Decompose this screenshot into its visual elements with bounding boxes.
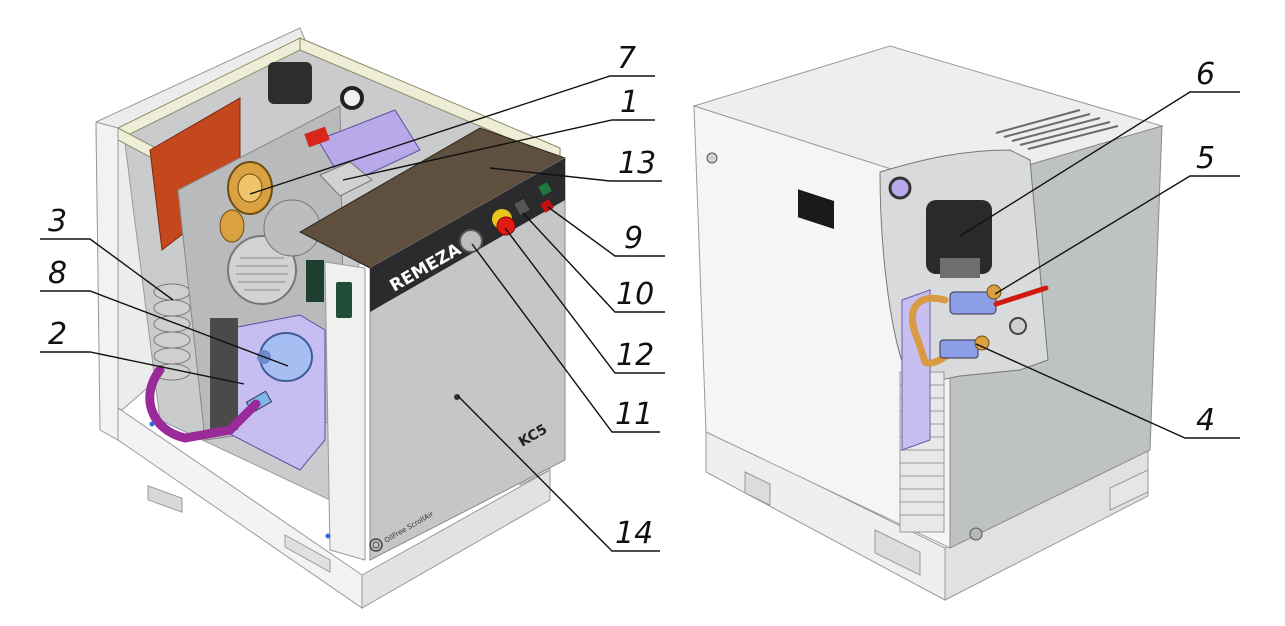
- side-vent-slot: [336, 282, 352, 318]
- brass-nut-top: [986, 284, 1002, 300]
- callout-6: 6: [1196, 57, 1215, 92]
- gauge-port: [888, 176, 912, 200]
- pressure-switch: [926, 200, 992, 274]
- right-base-slot: [744, 471, 771, 506]
- callout-3: 3: [48, 204, 67, 239]
- pressure-gauge: [459, 229, 483, 253]
- callout-13: 13: [618, 146, 656, 181]
- callout-1: 1: [620, 85, 639, 120]
- right-base-foot: [1109, 469, 1149, 511]
- callout-5: 5: [1196, 141, 1215, 176]
- discharge-hose: [145, 365, 261, 443]
- brass-nut-bottom: [974, 335, 990, 351]
- callout-11: 11: [615, 397, 653, 432]
- callout-10: 10: [616, 277, 654, 312]
- condensate-drain: [969, 527, 983, 541]
- green-vent-outer: [306, 260, 324, 302]
- front-edge-post: [324, 261, 366, 561]
- callout-9: 9: [624, 221, 643, 256]
- callout-14: 14: [615, 516, 653, 551]
- callout-7: 7: [617, 41, 636, 76]
- brass-flange: [219, 209, 245, 243]
- frame-bolt: [325, 533, 331, 539]
- indicator-green: [538, 182, 552, 196]
- panel-screw: [454, 394, 460, 400]
- left-base-front: [361, 469, 551, 609]
- side-screw: [706, 152, 718, 164]
- callout-labels: 7 1 13 9 10 12 11 14 3 8 2 6 5 4: [48, 41, 1215, 551]
- left-corner-post: [95, 121, 119, 441]
- callout-8: 8: [48, 256, 67, 291]
- callout-2: 2: [48, 317, 67, 352]
- right-compressor-unit: [692, 45, 1164, 601]
- side-handle-slot: [798, 189, 834, 229]
- pressure-switch-base: [940, 258, 980, 278]
- top-vent-grille: [995, 109, 1119, 150]
- power-switch[interactable]: [512, 197, 532, 217]
- callout-12: 12: [616, 338, 654, 373]
- frame-bolt: [149, 421, 155, 427]
- red-valve-handle[interactable]: [993, 285, 1049, 307]
- drain-valve-body: [939, 339, 979, 359]
- red-bracket: [304, 126, 330, 148]
- callout-4: 4: [1196, 403, 1215, 438]
- base-slot-left: [147, 485, 183, 513]
- inner-duct: [901, 289, 931, 451]
- right-base-slot: [874, 529, 921, 576]
- left-compressor-unit: REMEZA KC5 OilFree ScrollAir: [95, 27, 567, 609]
- dark-bracket: [210, 318, 238, 430]
- emergency-stop-button[interactable]: [496, 216, 516, 236]
- outlet-fitting: [1009, 317, 1027, 335]
- top-fan-housing: [268, 62, 312, 104]
- base-slot-front: [284, 534, 331, 573]
- cable-gland: [340, 86, 364, 110]
- leader-lines: [40, 75, 1240, 552]
